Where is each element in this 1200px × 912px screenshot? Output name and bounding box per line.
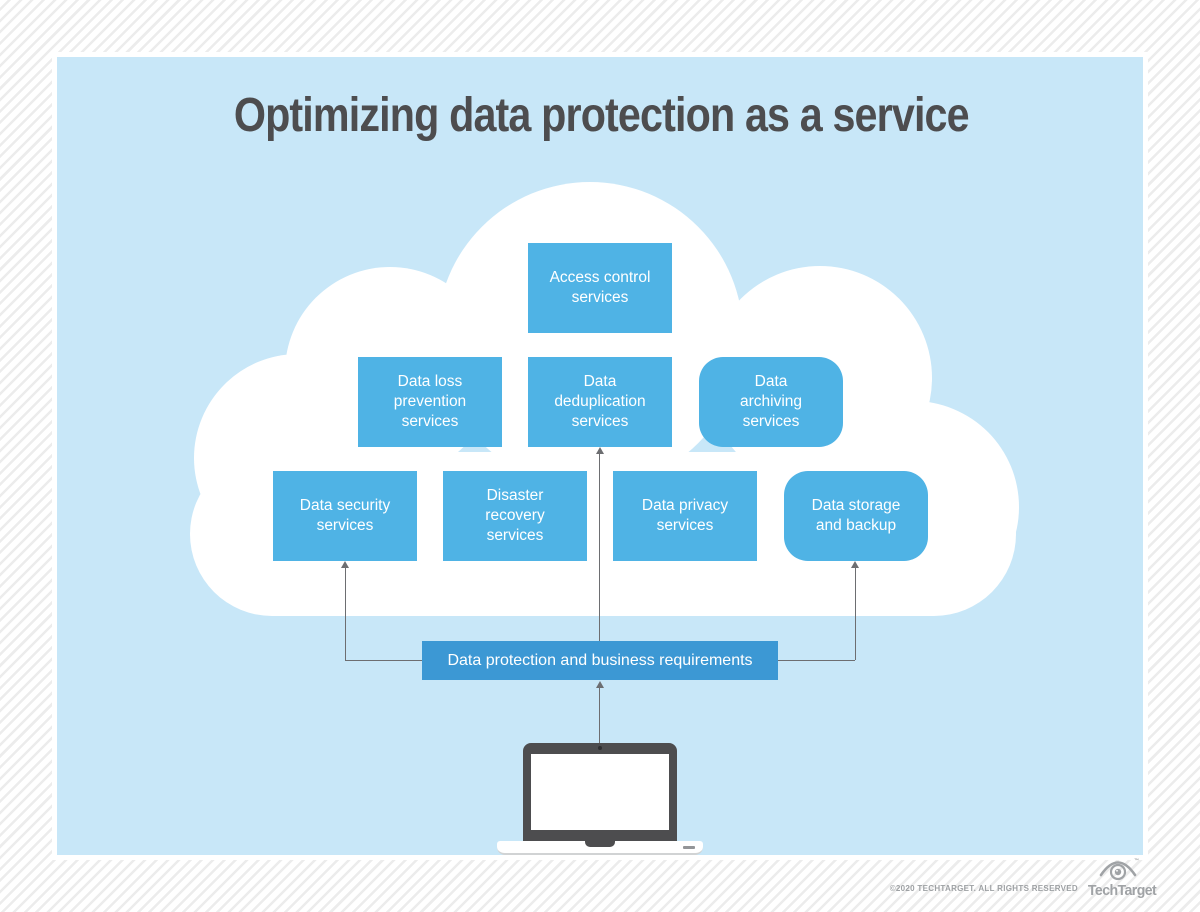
laptop-camera-dot bbox=[598, 746, 602, 750]
service-box-data-privacy: Data privacy services bbox=[613, 471, 757, 561]
title-row: Optimizing data protection as a service bbox=[57, 88, 1145, 143]
requirements-box: Data protection and business requirement… bbox=[422, 641, 778, 680]
service-box-disaster-recovery: Disaster recovery services bbox=[443, 471, 587, 561]
service-label: Data privacy services bbox=[641, 497, 729, 534]
copyright-text: ©2020 TECHTARGET. ALL RIGHTS RESERVED bbox=[889, 884, 1078, 893]
service-label: Data storage and backup bbox=[811, 497, 901, 534]
service-box-access-control: Access control services bbox=[528, 243, 672, 333]
laptop-screen bbox=[531, 754, 669, 830]
arrow-head-center bbox=[596, 447, 604, 454]
requirements-label: Data protection and business requirement… bbox=[447, 651, 753, 669]
arrow-line-left-vertical bbox=[345, 568, 346, 660]
laptop-base-slot bbox=[683, 846, 695, 849]
service-box-data-archiving: Data archiving services bbox=[699, 357, 843, 447]
service-box-data-storage-backup: Data storage and backup bbox=[784, 471, 928, 561]
service-label: Data deduplication services bbox=[554, 373, 646, 430]
techtarget-wordmark: TechTarget bbox=[1087, 882, 1157, 899]
arrow-head-right bbox=[851, 561, 859, 568]
arrow-line-right-vertical bbox=[855, 568, 856, 660]
service-label: Disaster recovery services bbox=[485, 487, 545, 544]
service-box-data-loss-prevention: Data loss prevention services bbox=[358, 357, 502, 447]
laptop-icon bbox=[497, 743, 703, 857]
arrow-line-center bbox=[599, 454, 600, 641]
laptop-hinge-notch bbox=[585, 841, 615, 847]
service-label: Data archiving services bbox=[739, 373, 803, 430]
service-box-data-deduplication: Data deduplication services bbox=[528, 357, 672, 447]
service-label: Data security services bbox=[299, 497, 391, 534]
trademark-symbol: ™ bbox=[1134, 858, 1139, 864]
arrow-head-laptop bbox=[596, 681, 604, 688]
arrow-line-right-horizontal bbox=[778, 660, 855, 661]
service-box-data-security: Data security services bbox=[273, 471, 417, 561]
arrow-line-laptop bbox=[599, 688, 600, 745]
techtarget-logo: ™ TechTarget bbox=[1086, 856, 1157, 904]
service-label: Access control services bbox=[549, 269, 651, 306]
arrow-head-left bbox=[341, 561, 349, 568]
service-label: Data loss prevention services bbox=[393, 373, 467, 430]
arrow-line-left-horizontal bbox=[345, 660, 422, 661]
page-title: Optimizing data protection as a service bbox=[233, 89, 970, 142]
laptop-base bbox=[497, 841, 703, 855]
laptop-lid bbox=[523, 743, 677, 841]
techtarget-eye-icon bbox=[1099, 861, 1137, 881]
